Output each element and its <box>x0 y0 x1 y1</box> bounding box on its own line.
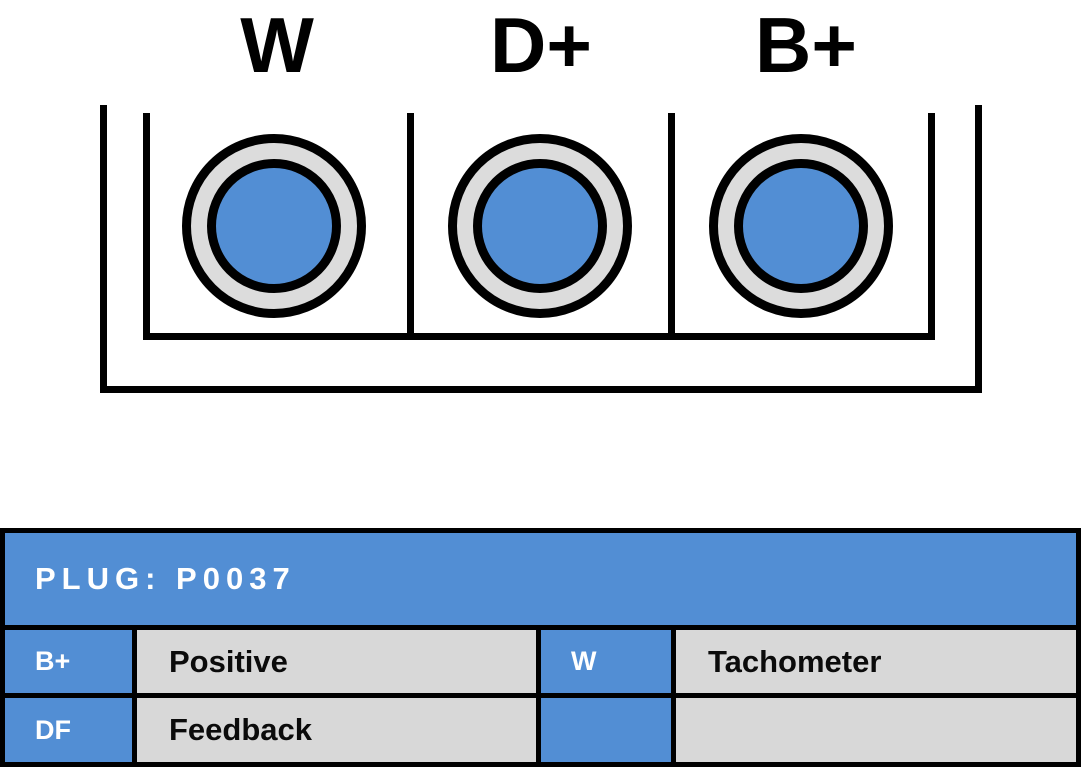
terminal-b-plus <box>709 134 893 318</box>
terminal-core-w <box>207 159 341 293</box>
terminal-core-d-plus <box>473 159 607 293</box>
terminal-w <box>182 134 366 318</box>
pin-cell-b-plus: B+ <box>5 630 132 693</box>
plug-pinout-diagram: W D+ B+ <box>100 1 982 393</box>
pin-cell-w: W <box>541 630 671 693</box>
slot-divider-line <box>668 113 675 337</box>
connector-slot-outline <box>143 113 935 340</box>
diagram-pin-label-w: W <box>240 1 314 89</box>
slot-divider-line <box>407 113 414 337</box>
diagram-pin-label-b-plus: B+ <box>755 1 857 89</box>
desc-cell-positive: Positive <box>137 630 536 693</box>
plug-table-title: PLUG: P0037 <box>5 533 1076 625</box>
desc-cell-tachometer: Tachometer <box>676 630 1076 693</box>
connector-housing-outline <box>100 105 982 393</box>
desc-cell-empty <box>676 698 1076 762</box>
terminal-core-b-plus <box>734 159 868 293</box>
pin-cell-df: DF <box>5 698 132 762</box>
pin-cell-empty <box>541 698 671 762</box>
diagram-pin-label-d-plus: D+ <box>490 1 592 89</box>
plug-pinout-table: PLUG: P0037 B+ Positive W Tachometer DF … <box>0 528 1081 767</box>
terminal-d-plus <box>448 134 632 318</box>
desc-cell-feedback: Feedback <box>137 698 536 762</box>
